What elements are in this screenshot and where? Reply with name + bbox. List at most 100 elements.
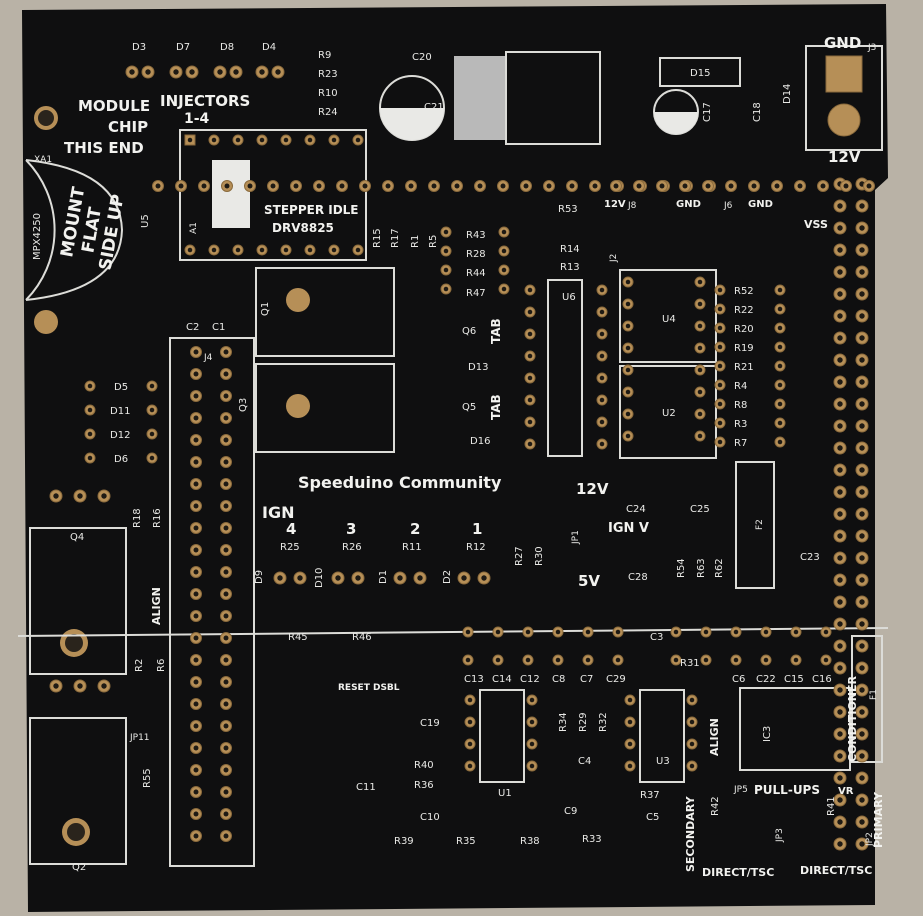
refdes-label: Q1 — [260, 302, 271, 316]
pad-hole — [193, 701, 199, 707]
refdes-label: R28 — [466, 249, 486, 260]
pad-hole — [201, 183, 207, 189]
refdes-label: C24 — [626, 504, 646, 515]
pad-hole — [703, 657, 709, 663]
pad-hole — [859, 423, 865, 429]
pad-hole — [859, 841, 865, 847]
q1-outline — [255, 267, 395, 357]
pad-hole — [837, 621, 843, 627]
pad-hole — [717, 439, 723, 445]
pad-hole — [527, 309, 533, 315]
pad-hole — [837, 247, 843, 253]
pad-hole — [431, 183, 437, 189]
f1-outline — [851, 635, 883, 763]
pad-hole — [193, 525, 199, 531]
regulator-outline — [505, 51, 601, 145]
mpx-label: MPX4250 — [32, 213, 43, 260]
direct-tsc-left: DIRECT/TSC — [702, 866, 774, 879]
refdes-label: A1 — [189, 222, 199, 234]
q3-outline — [255, 363, 395, 453]
pad-hole — [777, 306, 783, 312]
pad-hole — [477, 183, 483, 189]
pad-hole — [837, 401, 843, 407]
pad-hole — [443, 248, 449, 254]
pad-hole — [717, 287, 723, 293]
pad-hole — [625, 301, 631, 307]
refdes-label: R36 — [414, 780, 434, 791]
pad-hole — [837, 511, 843, 517]
pad-hole — [837, 577, 843, 583]
pad-hole — [837, 665, 843, 671]
pad-hole — [501, 248, 507, 254]
jp1-12v-label: 12V — [576, 480, 609, 498]
module-line-1: MODULE — [78, 97, 150, 115]
pad-hole — [859, 621, 865, 627]
stepper-line-1: STEPPER IDLE — [264, 203, 359, 217]
pad-hole — [625, 367, 631, 373]
pad-hole — [599, 375, 605, 381]
ic3-outline — [739, 687, 851, 771]
refdes-label: U1 — [498, 788, 512, 799]
pad-hole — [837, 379, 843, 385]
pad-hole — [87, 431, 93, 437]
pad-hole — [859, 753, 865, 759]
pad-hole — [259, 247, 265, 253]
u6-outline — [547, 279, 583, 457]
pad-hole — [293, 183, 299, 189]
pullups-label: PULL-UPS — [754, 783, 820, 797]
pad-hole — [307, 137, 313, 143]
pad-hole — [615, 629, 621, 635]
refdes-label: R41 — [826, 796, 837, 816]
pad-hole — [385, 183, 391, 189]
u2-outline — [619, 365, 717, 459]
refdes-label: D10 — [314, 568, 325, 588]
pad-hole — [837, 313, 843, 319]
refdes-label: R34 — [558, 712, 569, 732]
pad-hole — [223, 459, 229, 465]
pad-hole — [235, 137, 241, 143]
pad-hole — [129, 69, 135, 75]
module-line-3: THIS END — [64, 139, 144, 157]
pad-hole — [149, 383, 155, 389]
pad-hole — [859, 379, 865, 385]
pad-hole — [763, 657, 769, 663]
pad-hole — [659, 183, 665, 189]
pad-hole — [495, 629, 501, 635]
pad-hole — [837, 753, 843, 759]
pad-hole — [689, 763, 695, 769]
refdes-label: XA1 — [34, 155, 52, 165]
pad-hole — [717, 420, 723, 426]
pad-hole — [223, 767, 229, 773]
pad-hole — [233, 69, 239, 75]
align-label-right: ALIGN — [708, 718, 721, 756]
pad-hole — [223, 503, 229, 509]
reset-dsbl-label: RESET DSBL — [338, 683, 400, 693]
refdes-label: JP2 — [865, 832, 875, 847]
pad-hole — [223, 679, 229, 685]
pad-hole — [211, 247, 217, 253]
refdes-label: R23 — [318, 69, 338, 80]
pad-hole — [627, 697, 633, 703]
pad-hole — [501, 229, 507, 235]
refdes-label: R39 — [394, 836, 414, 847]
refdes-label: R18 — [132, 508, 143, 528]
pcb-board — [22, 4, 888, 912]
refdes-label: D8 — [220, 42, 234, 53]
pad-hole — [859, 665, 865, 671]
pad-hole — [501, 267, 507, 273]
pad-hole — [859, 797, 865, 803]
pad-hole — [682, 183, 688, 189]
refdes-label: R45 — [288, 632, 308, 643]
pad-hole — [777, 439, 783, 445]
pad-hole — [859, 533, 865, 539]
refdes-label: R21 — [734, 362, 754, 373]
pad-hole — [149, 407, 155, 413]
pad-hole — [592, 183, 598, 189]
pad-hole — [777, 401, 783, 407]
refdes-label: D15 — [690, 68, 710, 79]
vr-label: VR — [838, 786, 854, 797]
pin-field — [49, 65, 875, 851]
refdes-label: R27 — [514, 546, 525, 566]
refdes-label: Q3 — [238, 398, 249, 412]
pad-hole — [585, 629, 591, 635]
